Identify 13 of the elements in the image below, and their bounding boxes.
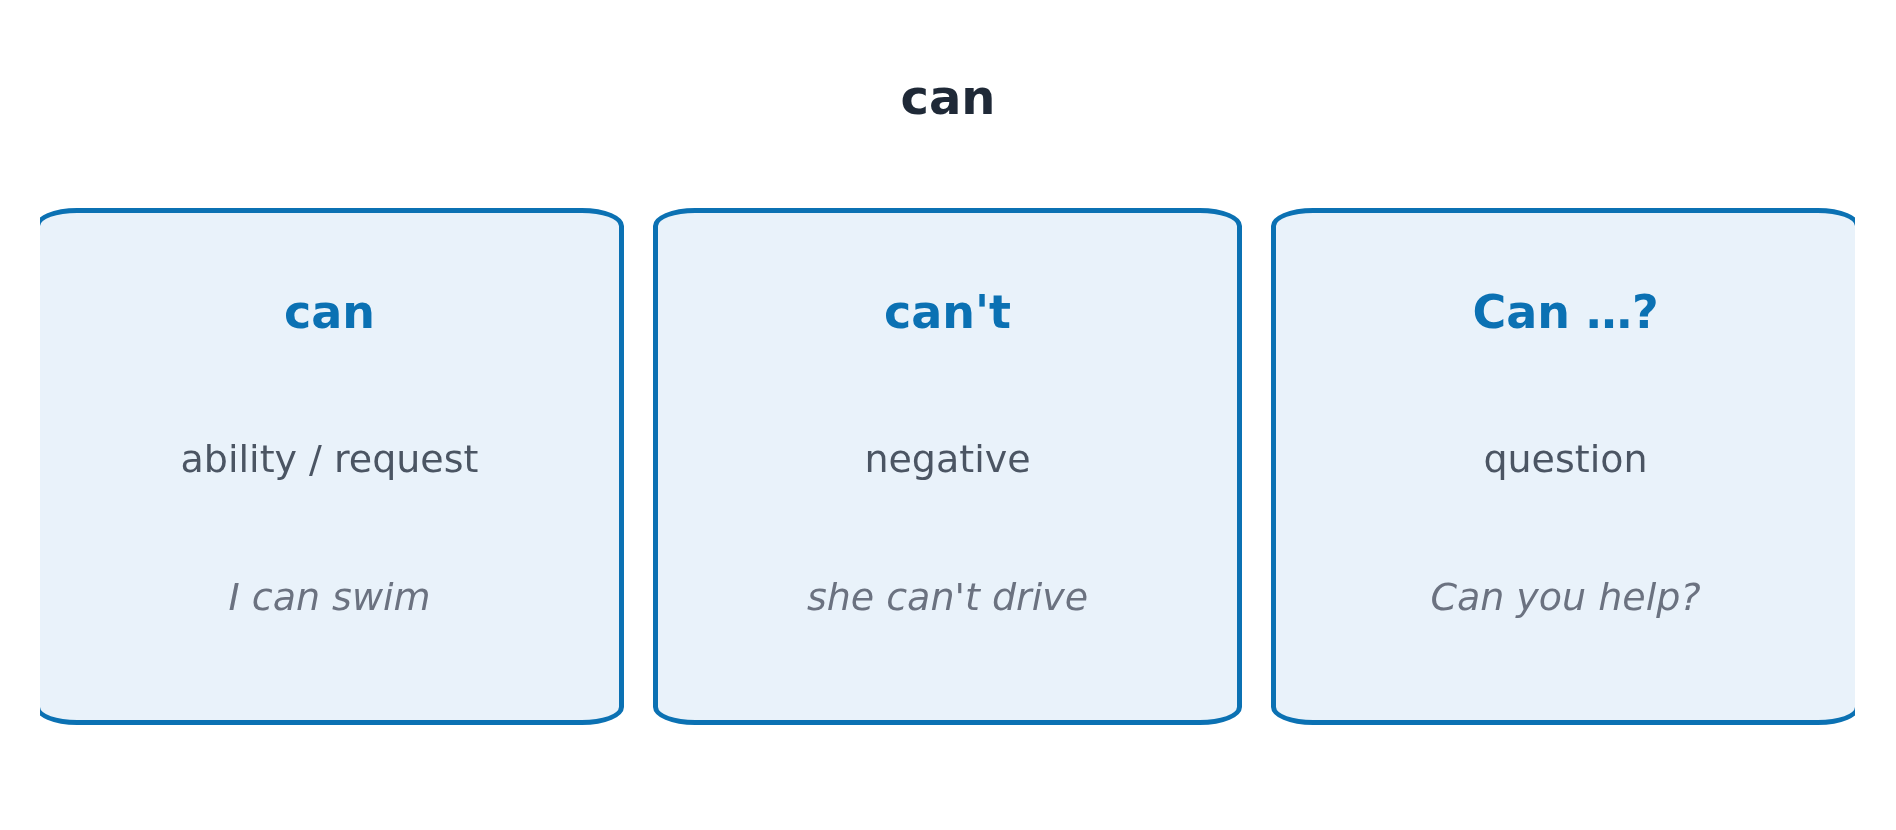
example-sentence: I can swim [228,574,431,620]
example-sentence: Can you help? [1430,574,1701,620]
usage-card [653,208,1242,725]
usage-card [1271,208,1855,725]
diagram-title: can [900,68,996,126]
usage-description: negative [864,436,1031,482]
card-heading: can't [883,285,1012,340]
usage-card [40,208,624,725]
example-sentence: she can't drive [806,574,1089,620]
usage-description: ability / request [180,436,479,482]
usage-description: question [1483,436,1648,482]
card-heading: Can …? [1472,285,1659,340]
card-heading: can [283,285,376,340]
